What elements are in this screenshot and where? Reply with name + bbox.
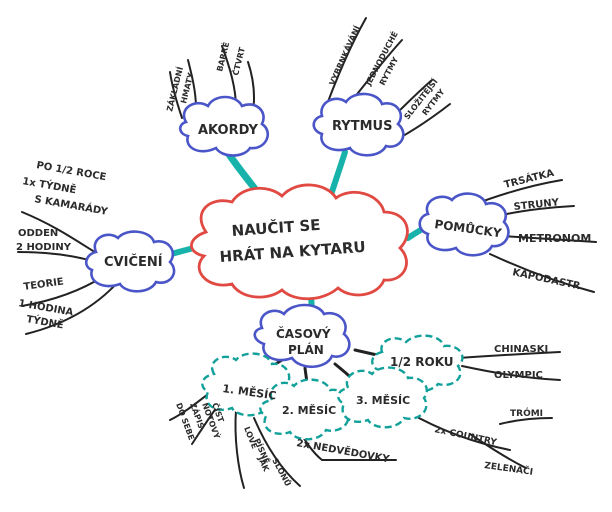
- m1-cloud: [201, 352, 291, 417]
- cviceni-item-4: ODDEN: [18, 228, 58, 239]
- pomucky-cloud: [418, 192, 510, 257]
- cviceni-title: CVIČENÍ: [104, 254, 163, 270]
- m2-cloud: [259, 378, 351, 441]
- rytmus-cloud: [312, 92, 405, 157]
- m1-branch-b4: SLONŮ: [270, 456, 294, 488]
- m3-item-3: ZELENÁČI: [484, 459, 534, 478]
- m3-item-2: TRÓMI: [510, 407, 543, 419]
- cviceni-item-6: TEORIE: [23, 276, 65, 293]
- m3-item-1: 2x COUNTRY: [433, 425, 498, 448]
- m2-item: 2x NEDVĚDOVKY: [295, 436, 391, 465]
- akordy-title: AKORDY: [198, 123, 258, 138]
- pomucky-item-4: KAPODASTR: [511, 267, 581, 292]
- half-title: 1/2 ROKU: [390, 355, 454, 369]
- cviceni-cloud: [84, 230, 176, 293]
- center-cloud: [190, 183, 409, 301]
- m2-title: 2. MĚSÍC: [282, 404, 336, 417]
- rytmus-branch-1: VYBRNKÁVÁNÍ: [326, 24, 362, 87]
- half-item-2: OLYMPIC: [494, 370, 543, 381]
- plan-title-line2: PLÁN: [288, 342, 324, 357]
- m3-title: 3. MĚSÍC: [356, 394, 410, 407]
- cviceni-item-3: S KAMARÁDY: [33, 192, 109, 218]
- rytmus-title: RYTMUS: [332, 119, 392, 134]
- plan-cloud: [253, 303, 351, 369]
- akordy-branch-4: ČTVRT: [229, 45, 247, 76]
- cviceni-item-5: 2 HODINY: [16, 242, 72, 253]
- cviceni-item-2: 1x TÝDNĚ: [21, 174, 77, 196]
- pomucky-item-3: METRONOM: [518, 232, 591, 245]
- akordy-cloud: [178, 95, 269, 157]
- m3-cloud: [337, 366, 429, 429]
- plan-title-line1: ČASOVÝ: [276, 326, 331, 341]
- pomucky-item-2: STRUNY: [513, 197, 560, 213]
- half-item-1: CHINASKI: [494, 344, 548, 355]
- trunk-rytmus: [327, 149, 348, 201]
